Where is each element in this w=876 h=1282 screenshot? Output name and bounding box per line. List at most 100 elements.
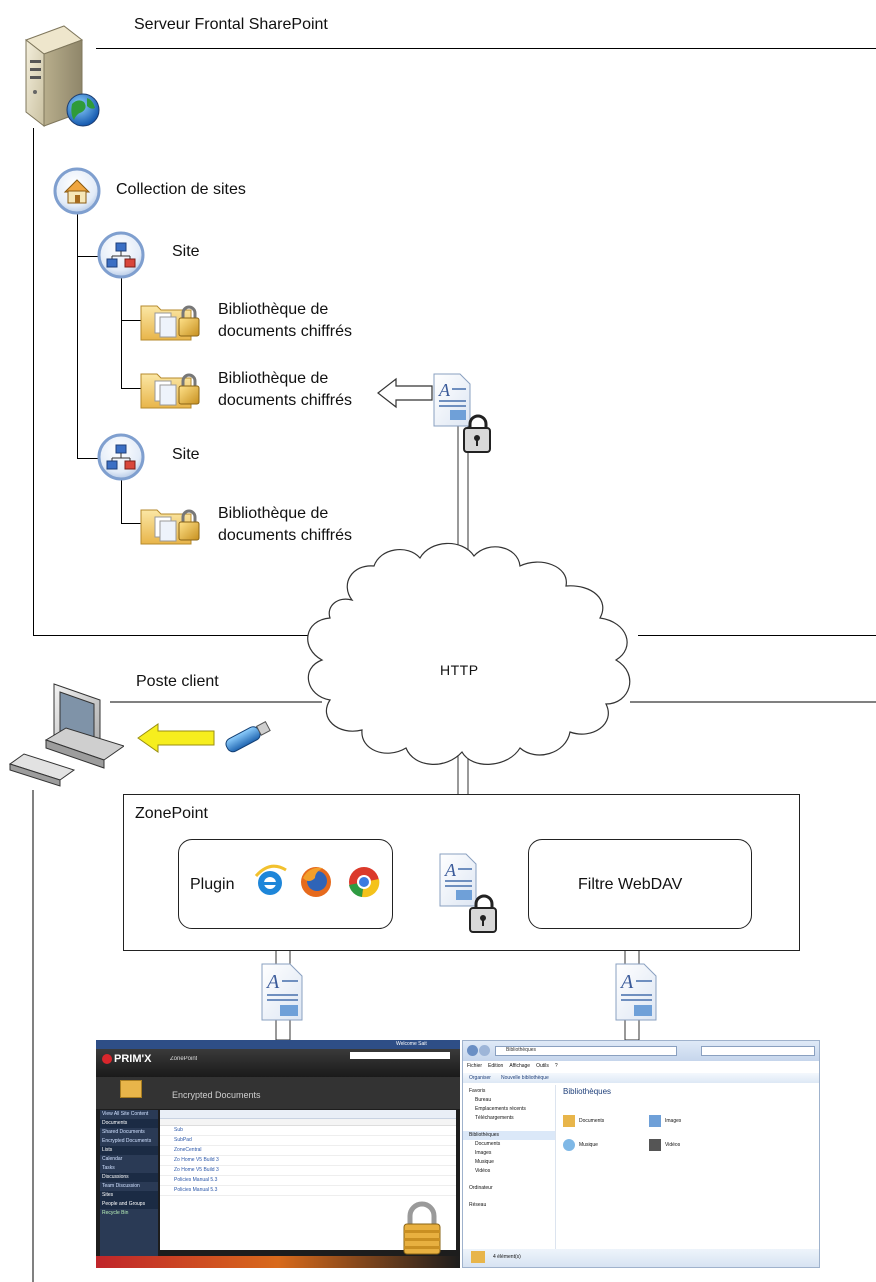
sp-nav-7[interactable]: Discussions: [100, 1173, 158, 1182]
address-bar[interactable]: Bibliothèques: [495, 1046, 677, 1056]
explorer-sidebar: Favoris Bureau Emplacements récents Télé…: [463, 1085, 556, 1253]
sp-content: Sub SubPad ZoneCentral Zo Home V5 Build …: [160, 1110, 456, 1250]
nav-computer[interactable]: Ordinateur: [469, 1185, 493, 1191]
nav-images[interactable]: Images: [475, 1150, 492, 1156]
document-icon: A: [261, 963, 303, 1021]
sp-row[interactable]: Policies Manual 5.3: [160, 1176, 456, 1186]
nav-music[interactable]: Musique: [475, 1159, 494, 1165]
search-box[interactable]: [701, 1046, 815, 1056]
tree-branch-lib2: [121, 388, 143, 389]
menu-file[interactable]: Fichier: [467, 1063, 483, 1069]
sp-nav-3[interactable]: Encrypted Documents: [102, 1138, 152, 1144]
videos-icon: [649, 1139, 661, 1151]
sp-brand: PRIM'X: [114, 1053, 152, 1065]
sp-nav-1[interactable]: Documents: [100, 1119, 158, 1128]
nav-documents[interactable]: Documents: [475, 1141, 501, 1147]
sp-welcome: Welcome Sait: [396, 1041, 427, 1047]
new-library-button[interactable]: Nouvelle bibliothèque: [500, 1075, 549, 1081]
sp-row[interactable]: SubPad: [160, 1136, 456, 1146]
nav-desktop[interactable]: Bureau: [475, 1097, 492, 1103]
sp-row[interactable]: Sub: [160, 1126, 456, 1136]
library-documents: Documents: [579, 1117, 605, 1124]
sp-nav-11[interactable]: Recycle Bin: [102, 1210, 129, 1216]
lib2-line2: documents chiffrés: [218, 392, 352, 409]
sp-logo: [102, 1054, 112, 1064]
server-title: Serveur Frontal SharePoint: [134, 16, 328, 33]
server-frame-top: [96, 48, 876, 49]
site1-label: Site: [172, 243, 200, 260]
usb-key-icon: [225, 720, 271, 753]
sp-nav-6[interactable]: Tasks: [102, 1165, 115, 1171]
tree-line-site1: [121, 276, 122, 388]
sp-nav-10[interactable]: People and Groups: [100, 1200, 158, 1209]
encrypted-folder-icon: [140, 305, 200, 341]
server-frame-left: [33, 128, 34, 636]
nav-videos[interactable]: Vidéos: [475, 1168, 491, 1174]
sp-heading: Encrypted Documents: [172, 1090, 261, 1100]
tree-line-collection: [77, 210, 78, 458]
http-label: HTTP: [440, 662, 479, 678]
tree-branch-site2: [77, 458, 101, 459]
tree-line-site2: [121, 478, 122, 524]
sp-row[interactable]: Zo Home V5 Build 3: [160, 1166, 456, 1176]
encrypted-document-icon: A: [439, 853, 497, 933]
server-icon: [24, 25, 100, 128]
library-item[interactable]: Musique: [563, 1139, 598, 1151]
sp-nav-4[interactable]: Lists: [100, 1146, 158, 1155]
lib2-line1: Bibliothèque de: [218, 370, 329, 387]
sp-nav-5[interactable]: Calendar: [102, 1156, 123, 1162]
lib1-line1: Bibliothèque de: [218, 301, 329, 318]
sp-nav-8[interactable]: Team Discussion: [102, 1183, 140, 1189]
tree-branch-site1: [77, 256, 101, 257]
nav-downloads[interactable]: Téléchargements: [475, 1115, 514, 1121]
menu-view[interactable]: Affichage: [509, 1063, 531, 1069]
lib3-line1: Bibliothèque de: [218, 505, 329, 522]
sharepoint-screenshot: Welcome Sait PRIM'X ZonePoint Encrypted …: [96, 1040, 460, 1268]
nav-libraries[interactable]: Bibliothèques: [463, 1131, 555, 1140]
computer-icon: [8, 683, 124, 787]
collection-label: Collection de sites: [116, 181, 246, 198]
tree-branch-lib1: [121, 320, 143, 321]
library-item[interactable]: Vidéos: [649, 1139, 680, 1151]
svg-text:A: A: [444, 860, 457, 880]
padlock-icon: [403, 1201, 441, 1255]
site2-label: Site: [172, 446, 200, 463]
explorer-toolbar: Organiser Nouvelle bibliothèque: [469, 1075, 549, 1082]
menu-edit[interactable]: Edition: [488, 1063, 504, 1069]
webdav-filter-label: Filtre WebDAV: [578, 876, 683, 893]
back-icon[interactable]: [467, 1045, 478, 1056]
menu-tools[interactable]: Outils: [536, 1063, 549, 1069]
sp-nav-9[interactable]: Sites: [100, 1191, 158, 1200]
library-item[interactable]: Documents: [563, 1115, 604, 1127]
nav-network[interactable]: Réseau: [469, 1202, 487, 1208]
home-icon: [53, 167, 101, 215]
status-text: 4 élément(s): [493, 1254, 521, 1260]
menu-help[interactable]: ?: [554, 1063, 558, 1069]
status-icon: [471, 1251, 485, 1263]
encrypted-folder-icon: [140, 373, 200, 409]
sp-row[interactable]: Policies Manual 5.3: [160, 1186, 456, 1196]
library-item[interactable]: Images: [649, 1115, 681, 1127]
explorer-menu: Fichier Edition Affichage Outils ?: [467, 1063, 558, 1070]
explorer-screenshot: Bibliothèques Fichier Edition Affichage …: [462, 1040, 820, 1268]
zonepoint-title: ZonePoint: [135, 805, 208, 822]
firefox-icon: [301, 867, 331, 897]
sp-row[interactable]: ZoneCentral: [160, 1146, 456, 1156]
music-icon: [563, 1139, 575, 1151]
forward-icon[interactable]: [479, 1045, 490, 1056]
encrypted-document-icon: A: [433, 373, 491, 453]
server-frame-bottom-left: [33, 635, 323, 636]
lib3-line2: documents chiffrés: [218, 527, 352, 544]
organize-button[interactable]: Organiser: [469, 1075, 491, 1081]
sp-nav-2[interactable]: Shared Documents: [102, 1129, 145, 1135]
server-frame-bottom-right: [638, 635, 876, 636]
nav-recent[interactable]: Emplacements récents: [475, 1106, 526, 1112]
documents-icon: [563, 1115, 575, 1127]
svg-text:A: A: [619, 971, 634, 993]
sp-row[interactable]: Zo Home V5 Build 3: [160, 1156, 456, 1166]
document-icon: A: [615, 963, 657, 1021]
sp-nav-0[interactable]: View All Site Content: [102, 1111, 149, 1117]
nav-favorites[interactable]: Favoris: [469, 1088, 486, 1094]
encrypted-folder-icon: [140, 509, 200, 545]
